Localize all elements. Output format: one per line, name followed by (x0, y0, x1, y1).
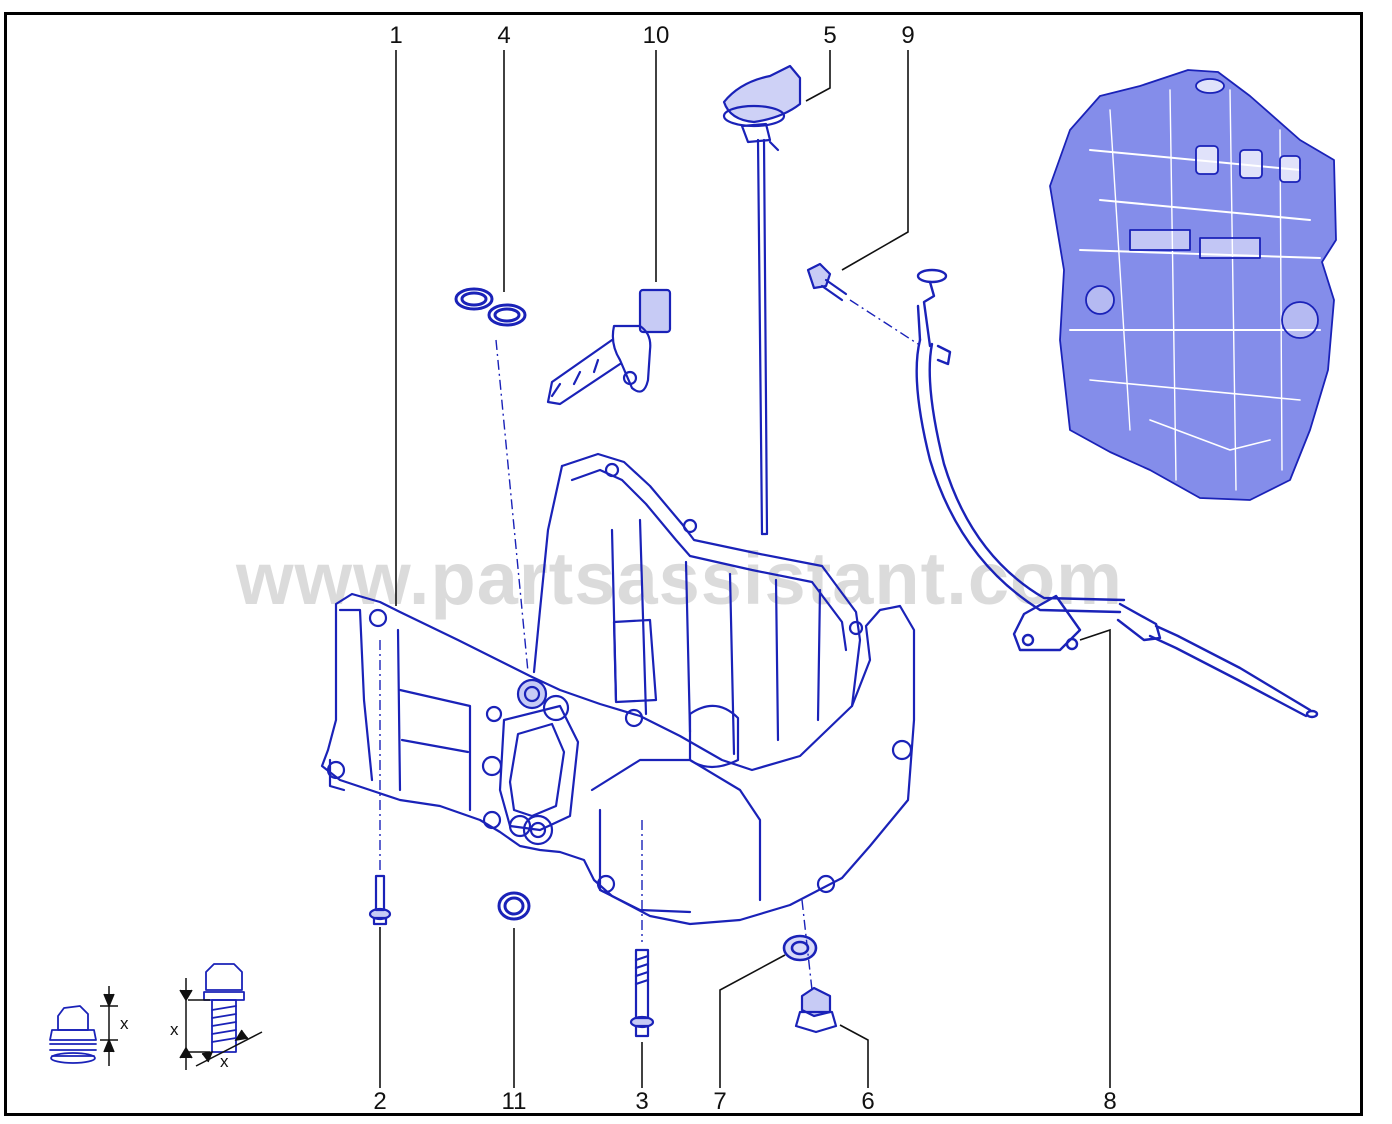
legend-plug (49, 1005, 97, 1064)
leader-8 (1079, 628, 1111, 1088)
legend-bolt (203, 963, 245, 1053)
legend-plug-dimension (100, 986, 118, 1066)
diagram-frame (4, 12, 1363, 1116)
callout-6: 6 (861, 1088, 875, 1115)
legend-bolt-dimension (179, 978, 263, 1070)
callout-4: 4 (497, 22, 511, 49)
callout-9: 9 (901, 22, 915, 49)
callout-10: 10 (642, 22, 670, 49)
align-o-ring (495, 339, 529, 673)
alignment-lines (379, 299, 919, 991)
leader-5 (805, 50, 831, 102)
bolt (368, 874, 392, 926)
dipstick (722, 64, 802, 536)
callout-1: 1 (389, 22, 403, 49)
o-rings (454, 287, 527, 327)
callout-3: 3 (635, 1088, 649, 1115)
drain-plug (794, 986, 838, 1034)
legend-bolt-length-x-label: x (170, 1020, 179, 1039)
callout-2: 2 (373, 1088, 387, 1115)
oil-level-sensor (546, 288, 672, 406)
long-bolt (629, 948, 655, 1038)
dipstick-tube (915, 268, 1319, 719)
engine-assembly (1049, 69, 1337, 501)
callout-11: 11 (501, 1088, 527, 1115)
callout-5: 5 (823, 22, 837, 49)
leader-9 (841, 50, 909, 271)
callout-7: 7 (713, 1088, 727, 1115)
drain-plug-washer (782, 934, 818, 962)
legend-bolt-diameter-x-label: x (220, 1052, 229, 1071)
oil-pan (320, 452, 916, 926)
leader-7 (719, 954, 786, 1088)
tube-bolt (806, 262, 848, 302)
leader-lines (379, 50, 1111, 1088)
callout-8: 8 (1103, 1088, 1117, 1115)
align-bolt-9 (849, 299, 919, 345)
legend-plug-x-label: x (120, 1014, 129, 1033)
leader-6 (839, 1024, 869, 1088)
sealing-ring (497, 891, 531, 921)
